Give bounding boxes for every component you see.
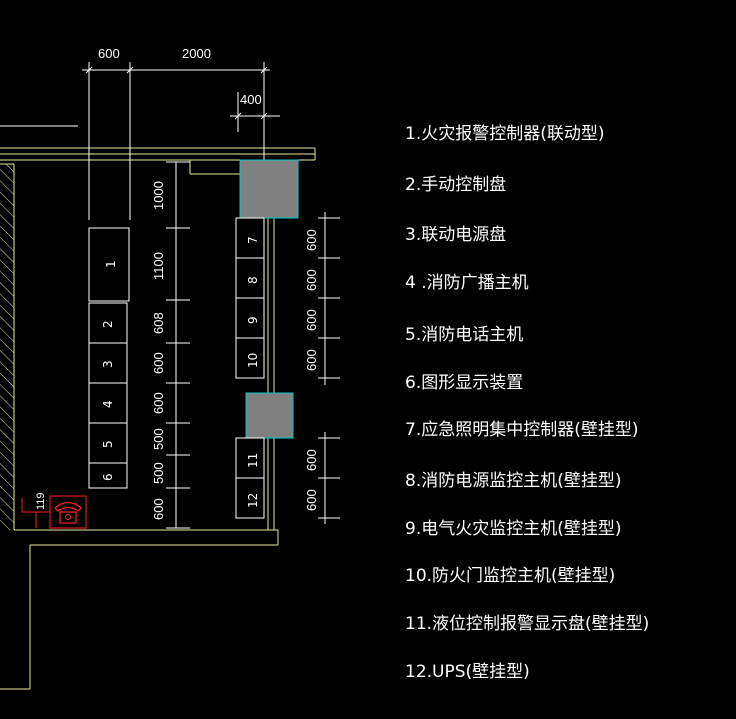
- legend-item-8: 8.消防电源监控主机(壁挂型): [405, 471, 621, 491]
- unit-label-12: 12: [246, 493, 260, 508]
- legend-item-10: 10.防火门监控主机(壁挂型): [405, 566, 615, 586]
- right-units: [235, 217, 265, 519]
- width-label-10: 600: [304, 349, 319, 371]
- width-label-12: 600: [304, 489, 319, 511]
- wall-panel-lower: [245, 392, 294, 439]
- cabinet-label-5: 5: [101, 440, 115, 448]
- legend-item-4: 4 .消防广播主机: [405, 273, 529, 293]
- legend-item-12: 12.UPS(壁挂型): [405, 662, 530, 682]
- legend: 1.火灾报警控制器(联动型) 2.手动控制盘 3.联动电源盘 4 .消防广播主机…: [405, 124, 649, 682]
- cabinet-label-6: 6: [101, 473, 115, 481]
- unit-label-11: 11: [246, 453, 260, 468]
- width-label-11: 600: [304, 449, 319, 471]
- unit-label-10: 10: [246, 353, 260, 368]
- wall-hatch: [0, 164, 14, 530]
- width-label-9: 600: [304, 309, 319, 331]
- legend-item-5: 5.消防电话主机: [405, 325, 523, 345]
- cabinet-label-3: 3: [101, 360, 115, 368]
- cabinet-label-2: 2: [101, 320, 115, 328]
- dim-top-right: 2000: [182, 46, 211, 61]
- right-dimension-labels: 600 600 600 600 600 600: [304, 229, 319, 511]
- phone-label: 119: [35, 492, 47, 510]
- width-label-8: 600: [304, 269, 319, 291]
- right-unit-labels: 7 8 9 10 11 12: [246, 236, 260, 508]
- width-label-7: 600: [304, 229, 319, 251]
- legend-item-11: 11.液位控制报警显示盘(壁挂型): [405, 614, 649, 634]
- unit-label-8: 8: [246, 276, 260, 284]
- legend-item-7: 7.应急照明集中控制器(壁挂型): [405, 420, 638, 440]
- unit-label-7: 7: [246, 236, 260, 244]
- depth-label-3: 608: [151, 312, 166, 334]
- left-dimension-chain: [166, 161, 190, 529]
- walls: [0, 147, 316, 690]
- legend-item-3: 3.联动电源盘: [405, 225, 506, 245]
- dim-offset: 400: [240, 92, 262, 107]
- right-dimension-chain: [318, 212, 340, 524]
- unit-label-9: 9: [246, 316, 260, 324]
- legend-item-1: 1.火灾报警控制器(联动型): [405, 124, 604, 144]
- legend-item-9: 9.电气火灾监控主机(壁挂型): [405, 519, 621, 539]
- depth-label-5: 600: [151, 392, 166, 414]
- legend-item-6: 6.图形显示装置: [405, 373, 523, 393]
- wall-panel-upper: [239, 159, 299, 219]
- depth-label-8: 600: [151, 498, 166, 520]
- cabinet-label-1: 1: [104, 260, 118, 268]
- depth-label-7: 500: [151, 462, 166, 484]
- fire-telephone-icon: [21, 495, 87, 529]
- top-dimensions: [82, 62, 280, 220]
- legend-item-2: 2.手动控制盘: [405, 175, 506, 195]
- dim-top-left: 600: [98, 46, 120, 61]
- depth-label-6: 500: [151, 428, 166, 450]
- left-cabinets: [88, 227, 130, 489]
- depth-label-2: 1100: [151, 252, 166, 280]
- left-cabinet-labels: 1 2 3 4 5 6: [101, 260, 118, 481]
- depth-label-4: 600: [151, 352, 166, 374]
- left-dimension-labels: 1000 1100 608 600 600 500 500 600: [151, 181, 166, 520]
- depth-label-1: 1000: [151, 181, 166, 210]
- cabinet-label-4: 4: [101, 400, 115, 408]
